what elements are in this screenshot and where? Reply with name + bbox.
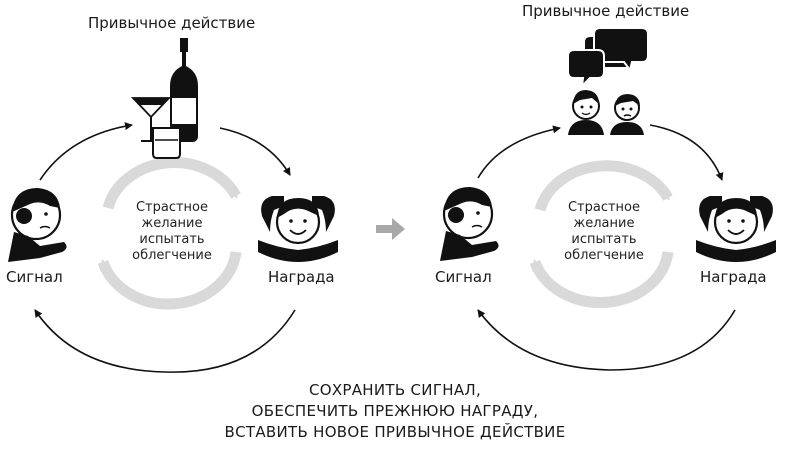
right-craving-line: испытать — [571, 232, 637, 247]
left-craving-line: Страстное — [135, 200, 209, 215]
right-arrow-cue-to-routine — [477, 125, 561, 179]
alcohol-bottle-and-glasses-icon — [130, 38, 198, 159]
right-reward-figure-icon — [696, 196, 776, 262]
right-craving-line: облегчение — [564, 248, 644, 263]
left-arrow-routine-to-reward — [219, 127, 291, 176]
left-cue-label: Сигнал — [6, 268, 63, 286]
left-arrow-cue-to-routine — [39, 122, 133, 181]
left-cue-figure-icon — [8, 188, 67, 262]
two-people-talking-icon — [567, 27, 649, 135]
left-craving-ring — [97, 157, 242, 310]
right-routine-label: Привычное действие — [522, 2, 690, 20]
caption-line: ВСТАВИТЬ НОВОЕ ПРИВЫЧНОЕ ДЕЙСТВИЕ — [224, 423, 566, 441]
transition-arrow-icon — [376, 218, 405, 240]
left-craving-line: испытать — [139, 232, 205, 247]
left-loop — [8, 38, 338, 373]
left-arrow-reward-to-cue — [34, 309, 296, 373]
right-arrow-routine-to-reward — [649, 124, 724, 181]
right-cue-label: Сигнал — [435, 268, 492, 286]
right-craving-line: Страстное — [567, 200, 641, 215]
left-reward-figure-icon — [258, 196, 338, 262]
left-reward-label: Награда — [268, 268, 335, 286]
left-craving-line: желание — [141, 216, 203, 231]
right-craving-text: Страстное желание испытать облегчение — [544, 200, 664, 264]
caption: СОХРАНИТЬ СИГНАЛ, ОБЕСПЕЧИТЬ ПРЕЖНЮЮ НАГ… — [0, 380, 790, 443]
caption-line: ОБЕСПЕЧИТЬ ПРЕЖНЮЮ НАГРАДУ, — [251, 402, 539, 420]
left-craving-text: Страстное желание испытать облегчение — [112, 200, 232, 264]
right-reward-label: Награда — [700, 268, 767, 286]
left-cycle-arrows — [34, 122, 296, 373]
left-craving-line: облегчение — [132, 248, 212, 263]
right-arrow-reward-to-cue — [477, 309, 736, 371]
right-cue-figure-icon — [440, 187, 499, 261]
caption-line: СОХРАНИТЬ СИГНАЛ, — [308, 381, 482, 399]
right-cycle-arrows — [477, 124, 736, 371]
right-craving-line: желание — [573, 216, 635, 231]
right-loop — [440, 27, 776, 371]
right-craving-ring — [529, 160, 674, 308]
left-routine-label: Привычное действие — [88, 14, 256, 32]
